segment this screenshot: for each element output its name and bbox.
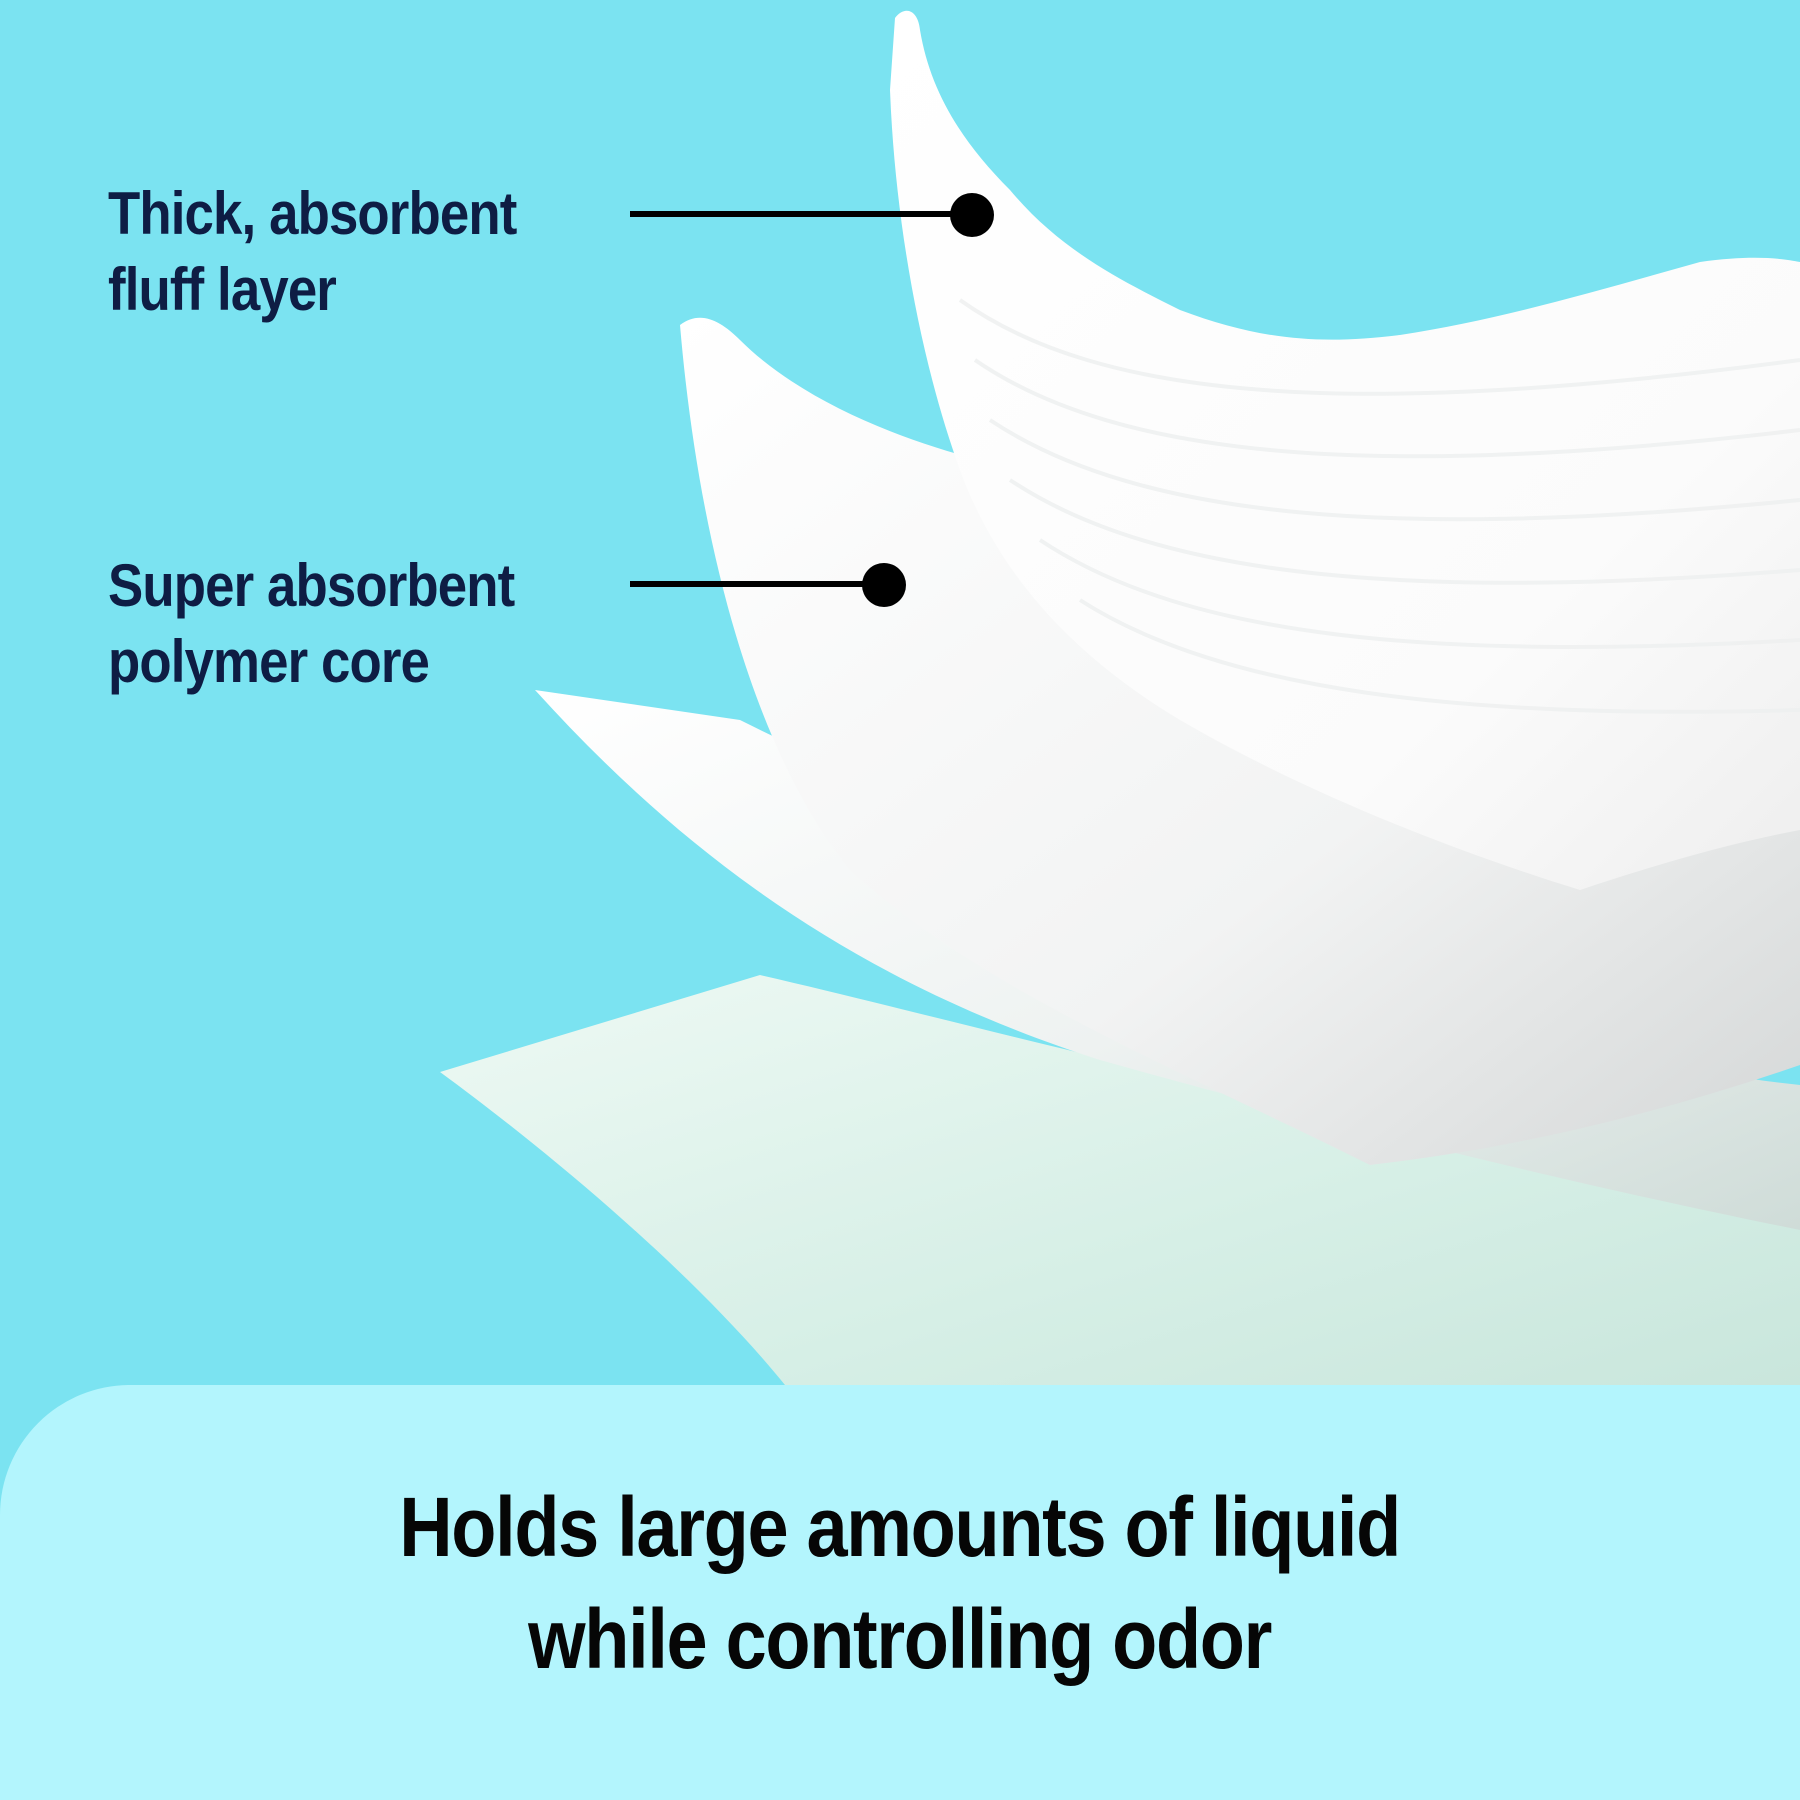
tagline-line-1: Holds large amounts of liquid: [399, 1479, 1402, 1574]
polymer-core-dot-icon: [862, 563, 906, 607]
callout-fluff-layer-label: Thick, absorbent fluff layer: [108, 176, 517, 328]
backsheet-layer: [440, 975, 1800, 1385]
tagline-panel: Holds large amounts of liquid while cont…: [0, 1385, 1800, 1800]
tagline-line-2: while controlling odor: [528, 1591, 1273, 1686]
callout-polymer-core-label: Super absorbent polymer core: [108, 548, 515, 700]
callout-polymer-line-1: Super absorbent: [108, 552, 515, 619]
fluff-layer: [890, 10, 1800, 890]
callout-polymer-line-2: polymer core: [108, 628, 430, 695]
polymer-core-leader-line: [630, 581, 885, 587]
fluff-layer-leader-line: [630, 211, 970, 217]
callout-fluff-line-1: Thick, absorbent: [108, 180, 517, 247]
callout-fluff-line-2: fluff layer: [108, 256, 337, 323]
fluff-layer-dot-icon: [950, 193, 994, 237]
tagline: Holds large amounts of liquid while cont…: [399, 1471, 1402, 1695]
